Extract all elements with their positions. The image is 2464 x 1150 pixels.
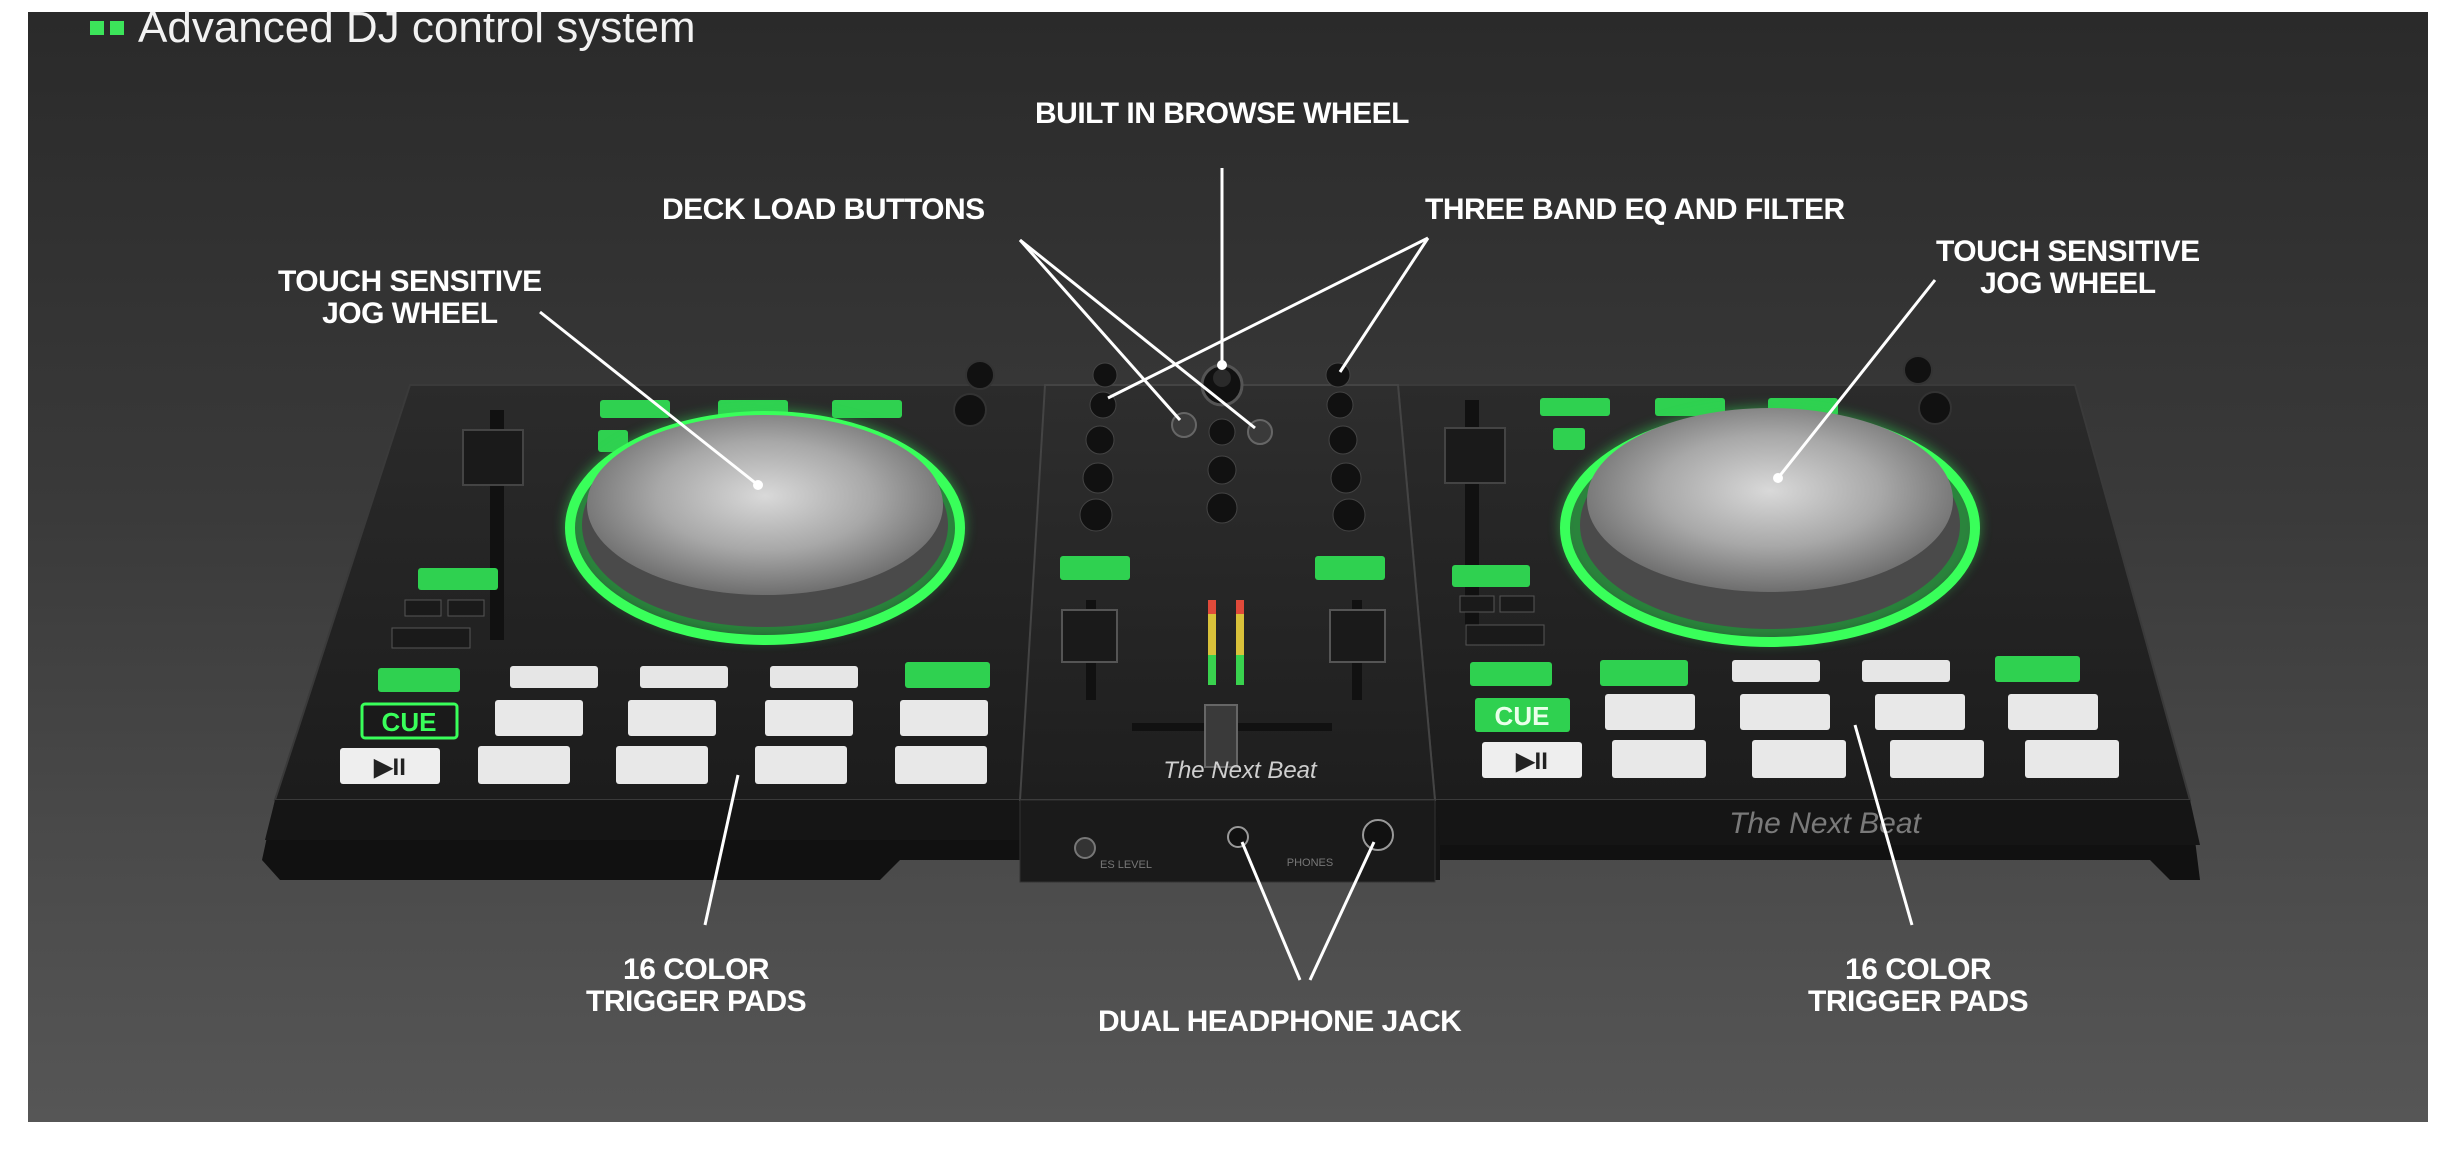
left-deck: CUE ▶II: [265, 360, 1047, 840]
right-deck: CUE ▶II The Next Beat: [1396, 355, 2200, 845]
left-play-label: ▶II: [373, 754, 406, 781]
callout-jog-right: TOUCH SENSITIVE JOG WHEEL: [1936, 235, 2200, 300]
green-squares-icon: [90, 21, 124, 35]
callout-headphone: DUAL HEADPHONE JACK: [1098, 1005, 1462, 1038]
left-cue-label: CUE: [382, 707, 437, 737]
callout-pads-right: 16 COLOR TRIGGER PADS: [1808, 953, 2029, 1018]
left-sync-button[interactable]: [378, 668, 460, 692]
large-headphone-jack[interactable]: [1362, 819, 1394, 851]
left-play-button[interactable]: [340, 748, 440, 784]
right-cue-button[interactable]: [1475, 698, 1570, 732]
callout-browse-wheel: BUILT IN BROWSE WHEEL: [1035, 97, 1409, 130]
right-brand-logo: The Next Beat: [1729, 807, 1922, 840]
left-jog-wheel[interactable]: [587, 415, 943, 595]
page-title: Advanced DJ control system: [138, 3, 696, 52]
left-trigger-pads[interactable]: [478, 700, 988, 784]
callout-eq-filter: THREE BAND EQ AND FILTER: [1425, 193, 1845, 226]
level-label: ES LEVEL: [1100, 859, 1152, 871]
callout-jog-left: TOUCH SENSITIVE JOG WHEEL: [278, 265, 542, 330]
right-trigger-pads[interactable]: [1605, 694, 2119, 778]
header: Advanced DJ control system: [90, 3, 696, 52]
right-jog-wheel[interactable]: [1587, 408, 1953, 592]
callout-deck-load: DECK LOAD BUTTONS: [662, 193, 985, 226]
mixer-brand-logo: The Next Beat: [1163, 757, 1318, 784]
right-play-label: ▶II: [1515, 748, 1548, 775]
crossfader[interactable]: [1204, 704, 1238, 768]
small-headphone-jack[interactable]: [1227, 826, 1249, 848]
left-channel-fader[interactable]: [1061, 609, 1118, 663]
left-cue-button[interactable]: [360, 702, 459, 740]
right-channel-fader[interactable]: [1329, 609, 1386, 663]
callout-pads-left: 16 COLOR TRIGGER PADS: [586, 953, 807, 1018]
left-mode-button-1[interactable]: [600, 400, 670, 418]
pointer-lines: [539, 168, 1937, 981]
right-cue-label: CUE: [1495, 701, 1550, 731]
right-play-button[interactable]: [1482, 742, 1582, 778]
phones-label: PHONES: [1287, 857, 1333, 869]
left-mode-button-3[interactable]: [832, 400, 902, 418]
mixer: The Next Beat ES LEVEL PHONES: [1018, 362, 1437, 883]
